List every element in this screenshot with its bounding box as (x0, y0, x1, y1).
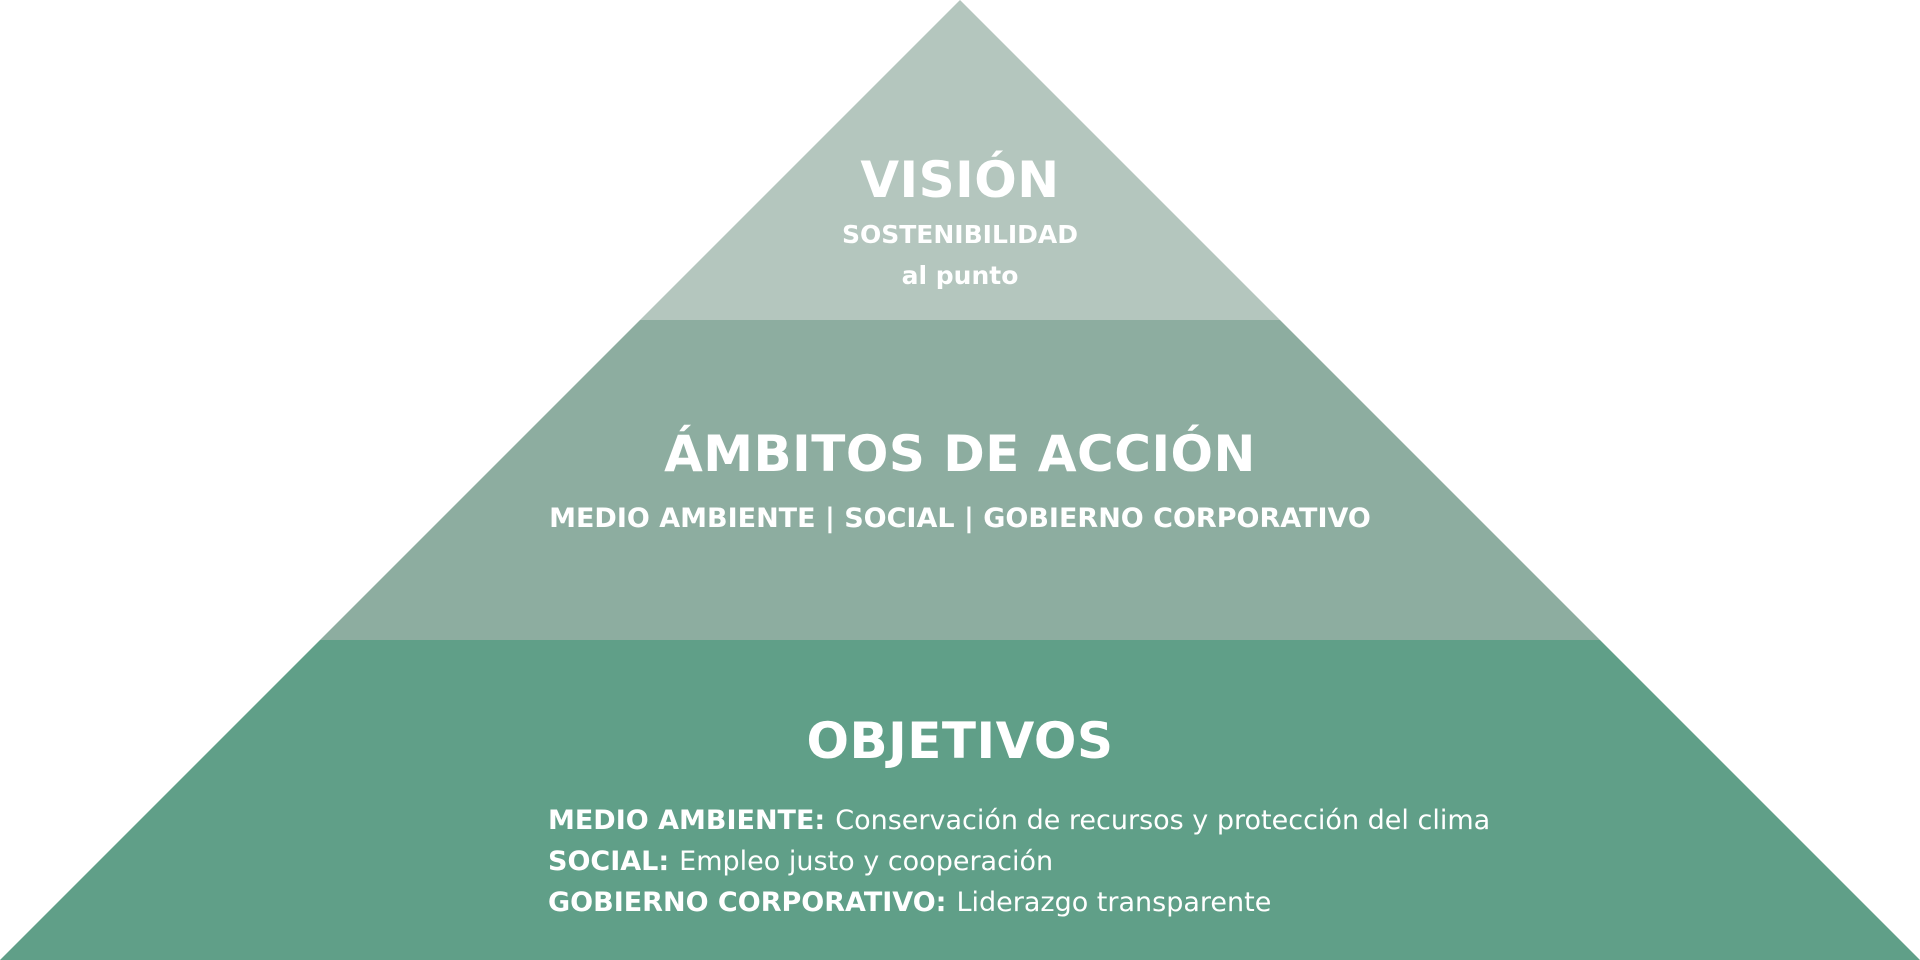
objective-description: Conservación de recursos y protección de… (835, 805, 1491, 836)
ambitos-subtitle: MEDIO AMBIENTE | SOCIAL | GOBIERNO CORPO… (549, 503, 1371, 534)
objective-item: GOBIERNO CORPORATIVO: Liderazgo transpare… (548, 882, 1490, 923)
objective-item: MEDIO AMBIENTE: Conservación de recursos … (548, 800, 1490, 841)
vision-line-1: SOSTENIBILIDAD (841, 220, 1079, 249)
tier-vision (640, 0, 1280, 320)
ambitos-title: ÁMBITOS DE ACCIÓN (664, 425, 1256, 483)
vision-line-2: al punto (901, 261, 1019, 290)
tier-objetivos (0, 640, 1920, 960)
vision-block: VISIÓN SOSTENIBILIDAD al punto (0, 150, 1920, 292)
objetivos-block: OBJETIVOS (0, 711, 1920, 771)
objective-description: Liderazgo transparente (956, 887, 1272, 918)
objective-label: SOCIAL: (548, 846, 670, 877)
tier-ambitos (320, 320, 1600, 640)
ambitos-block: ÁMBITOS DE ACCIÓN MEDIO AMBIENTE | SOCIA… (0, 424, 1920, 535)
objective-label: GOBIERNO CORPORATIVO: (548, 887, 947, 918)
vision-title: VISIÓN (860, 151, 1060, 209)
objective-item: SOCIAL: Empleo justo y cooperación (548, 841, 1490, 882)
objectives-list: MEDIO AMBIENTE: Conservación de recursos … (548, 800, 1490, 923)
objective-description: Empleo justo y cooperación (679, 846, 1054, 877)
objetivos-title: OBJETIVOS (806, 712, 1114, 770)
objective-label: MEDIO AMBIENTE: (548, 805, 826, 836)
